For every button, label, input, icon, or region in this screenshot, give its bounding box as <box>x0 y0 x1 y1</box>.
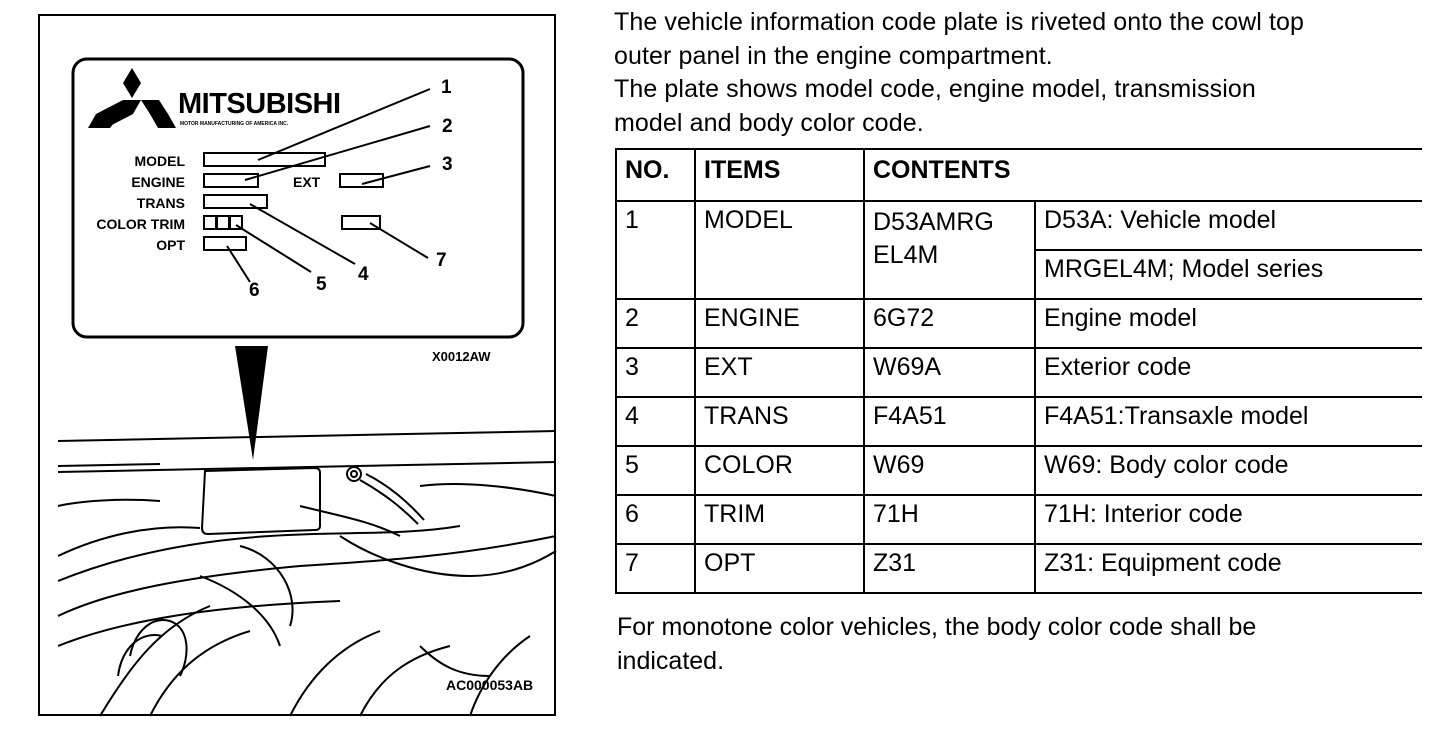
callout-3: 3 <box>442 154 453 175</box>
plate-field-boxes <box>203 152 384 251</box>
plate-label-opt: OPT <box>156 237 185 253</box>
callout-4: 4 <box>358 264 369 285</box>
cell-no: 7 <box>615 543 696 594</box>
illustration-panel: MITSUBISHI MOTOR MANUFACTURING OF AMERIC… <box>38 14 557 717</box>
callout-2: 2 <box>442 116 453 137</box>
cell-no: 1 <box>615 200 696 300</box>
figure-reference-code: AC000053AB <box>446 677 533 693</box>
table-row: 5 COLOR W69 W69: Body color code <box>615 445 1422 496</box>
cell-no: 4 <box>615 396 696 447</box>
cell-desc: Z31: Equipment code <box>1034 543 1422 594</box>
cell-code: D53AMRG EL4M <box>863 200 1036 300</box>
intro-line-1: The vehicle information code plate is ri… <box>614 8 1305 36</box>
location-arrow-icon <box>235 346 268 460</box>
cell-no: 5 <box>615 445 696 496</box>
table-header-row: NO. ITEMS CONTENTS <box>615 148 1422 202</box>
cell-desc: F4A51:Transaxle model <box>1034 396 1422 447</box>
footnote-line-2: indicated. <box>617 647 725 675</box>
intro-line-2: outer panel in the engine compartment. <box>614 41 1053 70</box>
intro-text: The vehicle information code plate is ri… <box>614 6 1414 140</box>
table-row: 3 EXT W69A Exterior code <box>615 347 1422 398</box>
cell-item: EXT <box>694 347 865 398</box>
cell-desc: D53A: Vehicle model <box>1034 200 1422 251</box>
callout-leaders <box>226 88 431 283</box>
cell-code-line-1: D53AMRG <box>873 208 994 236</box>
plate-reference-code: X0012AW <box>432 349 491 364</box>
header-no: NO. <box>615 148 696 202</box>
cell-code: F4A51 <box>863 396 1036 447</box>
cell-desc: W69: Body color code <box>1034 445 1422 496</box>
cell-desc: MRGEL4M; Model series <box>1034 249 1422 300</box>
plate-label-engine: ENGINE <box>131 174 185 190</box>
header-items: ITEMS <box>694 148 865 202</box>
cell-item: TRIM <box>694 494 865 545</box>
table-row: 1 MODEL D53AMRG EL4M D53A: Vehicle model <box>615 200 1422 300</box>
plate-label-ext: EXT <box>293 174 321 190</box>
mitsubishi-logo-icon <box>88 68 176 128</box>
code-plate-outline <box>71 57 525 339</box>
plate-label-color-trim: COLOR TRIM <box>96 216 185 232</box>
cell-code: W69 <box>863 445 1036 496</box>
cell-item: COLOR <box>694 445 865 496</box>
cell-desc: Exterior code <box>1034 347 1422 398</box>
cell-no: 2 <box>615 298 696 349</box>
brand-subtext: MOTOR MANUFACTURING OF AMERICA INC. <box>180 121 289 127</box>
callout-6: 6 <box>249 280 260 301</box>
cell-item: ENGINE <box>694 298 865 349</box>
footnote-line-1: For monotone color vehicles, the body co… <box>617 613 1257 641</box>
cell-item: OPT <box>694 543 865 594</box>
cell-no: 6 <box>615 494 696 545</box>
callout-7: 7 <box>436 250 447 271</box>
cell-no: 3 <box>615 347 696 398</box>
cell-item: TRANS <box>694 396 865 447</box>
cell-code: 71H <box>863 494 1036 545</box>
cell-code: 6G72 <box>863 298 1036 349</box>
cell-desc: Engine model <box>1034 298 1422 349</box>
cell-item: MODEL <box>694 200 865 300</box>
callout-5: 5 <box>316 274 327 295</box>
callout-1: 1 <box>441 77 452 98</box>
intro-line-4: model and body color code. <box>614 108 924 137</box>
table-row: 2 ENGINE 6G72 Engine model <box>615 298 1422 349</box>
code-plate-table: NO. ITEMS CONTENTS 1 MODEL D53AMRG EL4M … <box>615 148 1422 594</box>
cell-desc: 71H: Interior code <box>1034 494 1422 545</box>
code-plate-illustration: MITSUBISHI MOTOR MANUFACTURING OF AMERIC… <box>57 57 557 717</box>
cell-code-line-2: EL4M <box>873 241 939 269</box>
plate-label-model: MODEL <box>134 153 185 169</box>
engine-compartment-sketch <box>57 430 557 717</box>
cell-code: W69A <box>863 347 1036 398</box>
table-row: 4 TRANS F4A51 F4A51:Transaxle model <box>615 396 1422 447</box>
footnote: For monotone color vehicles, the body co… <box>617 610 1417 678</box>
table-row: MRGEL4M; Model series <box>616 249 1422 300</box>
table-row: 6 TRIM 71H 71H: Interior code <box>615 494 1422 545</box>
cell-code: Z31 <box>863 543 1036 594</box>
table-row: 7 OPT Z31 Z31: Equipment code <box>615 543 1422 594</box>
intro-line-3: The plate shows model code, engine model… <box>614 75 1256 103</box>
brand-name: MITSUBISHI <box>178 88 341 120</box>
header-contents: CONTENTS <box>863 148 1422 202</box>
plate-label-trans: TRANS <box>137 195 185 211</box>
